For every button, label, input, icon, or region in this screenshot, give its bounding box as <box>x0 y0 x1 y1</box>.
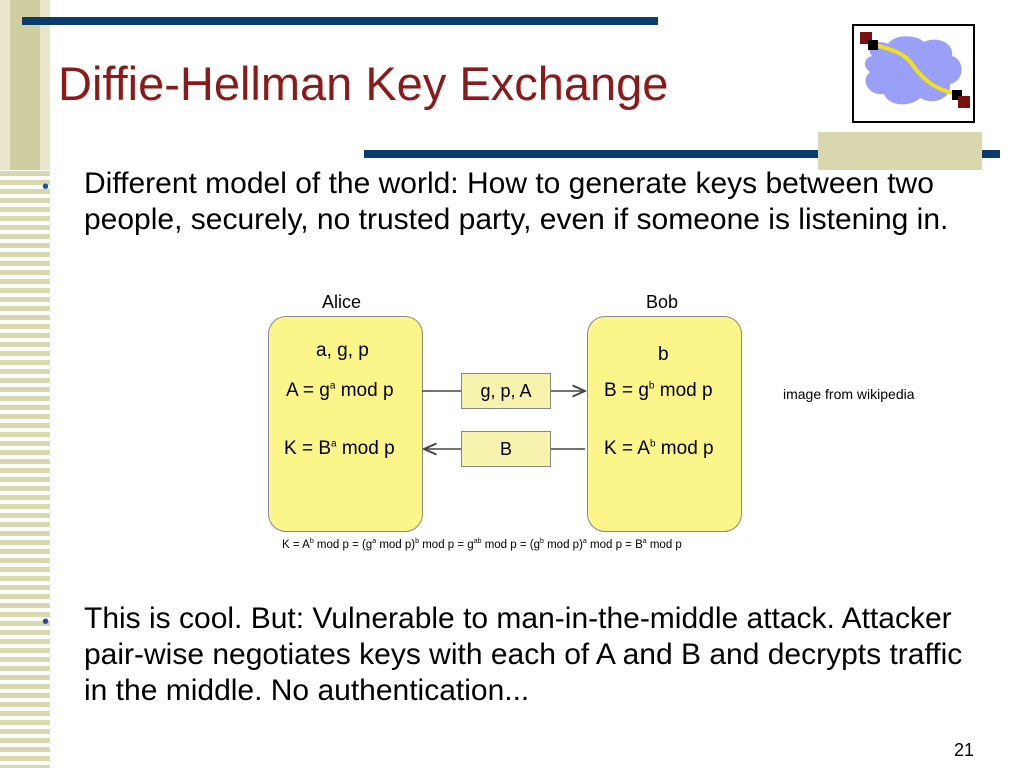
message-arrows <box>422 288 760 558</box>
tan-accent-block <box>818 132 982 170</box>
network-cloud-icon <box>852 24 975 123</box>
message-b: B <box>461 431 551 467</box>
page-number: 21 <box>954 740 975 760</box>
node-bottom-inner <box>952 90 962 100</box>
image-credit-caption: image from wikipedia <box>783 386 915 402</box>
bob-public-key: B = gb mod p <box>604 380 713 401</box>
title-underline-rule <box>364 150 1000 158</box>
bob-vars: b <box>658 344 669 365</box>
bullet-marker-2: • <box>42 611 50 633</box>
top-rule <box>22 17 658 25</box>
left-decorative-strip <box>0 0 50 768</box>
strip-bar <box>10 0 40 170</box>
alice-vars: a, g, p <box>316 340 369 361</box>
bullet-text-1: Different model of the world: How to gen… <box>84 167 949 236</box>
bob-label: Bob <box>646 292 679 312</box>
node-top-inner <box>868 40 878 50</box>
bullet-marker-1: • <box>42 176 50 198</box>
bullet-text-2: This is cool. But: Vulnerable to man-in-… <box>84 602 963 707</box>
bob-box <box>587 316 742 532</box>
alice-public-key: A = ga mod p <box>286 380 394 401</box>
message-g-p-a: g, p, A <box>461 373 551 409</box>
alice-label: Alice <box>322 292 362 312</box>
slide-title: Diffie-Hellman Key Exchange <box>58 57 669 110</box>
alice-box <box>268 316 423 532</box>
alice-shared-key: K = Ba mod p <box>284 438 395 459</box>
network-cloud-svg <box>860 32 970 108</box>
bob-shared-key: K = Ab mod p <box>604 438 714 459</box>
node-bottom <box>958 96 970 108</box>
route-path <box>869 40 957 96</box>
diffie-hellman-diagram: Alice Bob a, g, p A = ga mod p K = Ba mo… <box>260 288 760 558</box>
shared-key-formula: K = Ab mod p = (ga mod p)b mod p = gab m… <box>282 538 682 551</box>
